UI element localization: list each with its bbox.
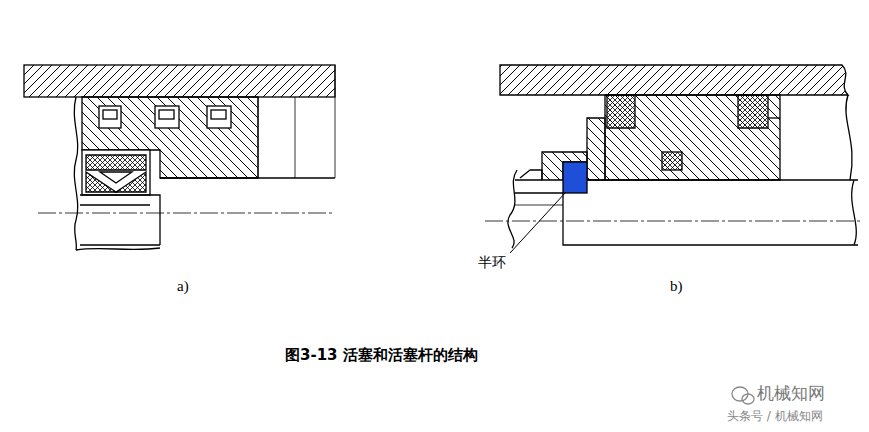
subfigure-label: b): [670, 278, 683, 295]
watermark: 头条号 / 机械知网: [727, 410, 823, 424]
watermark-icon: [732, 387, 754, 404]
figure-caption: 图3-13 活塞和活塞杆的结构: [285, 347, 478, 364]
watermark: 机械知网: [757, 384, 825, 404]
subfigure-label: a): [177, 278, 189, 295]
part-label: 半环: [478, 254, 506, 270]
figure-b: [485, 65, 860, 253]
figure-a: [24, 65, 335, 250]
